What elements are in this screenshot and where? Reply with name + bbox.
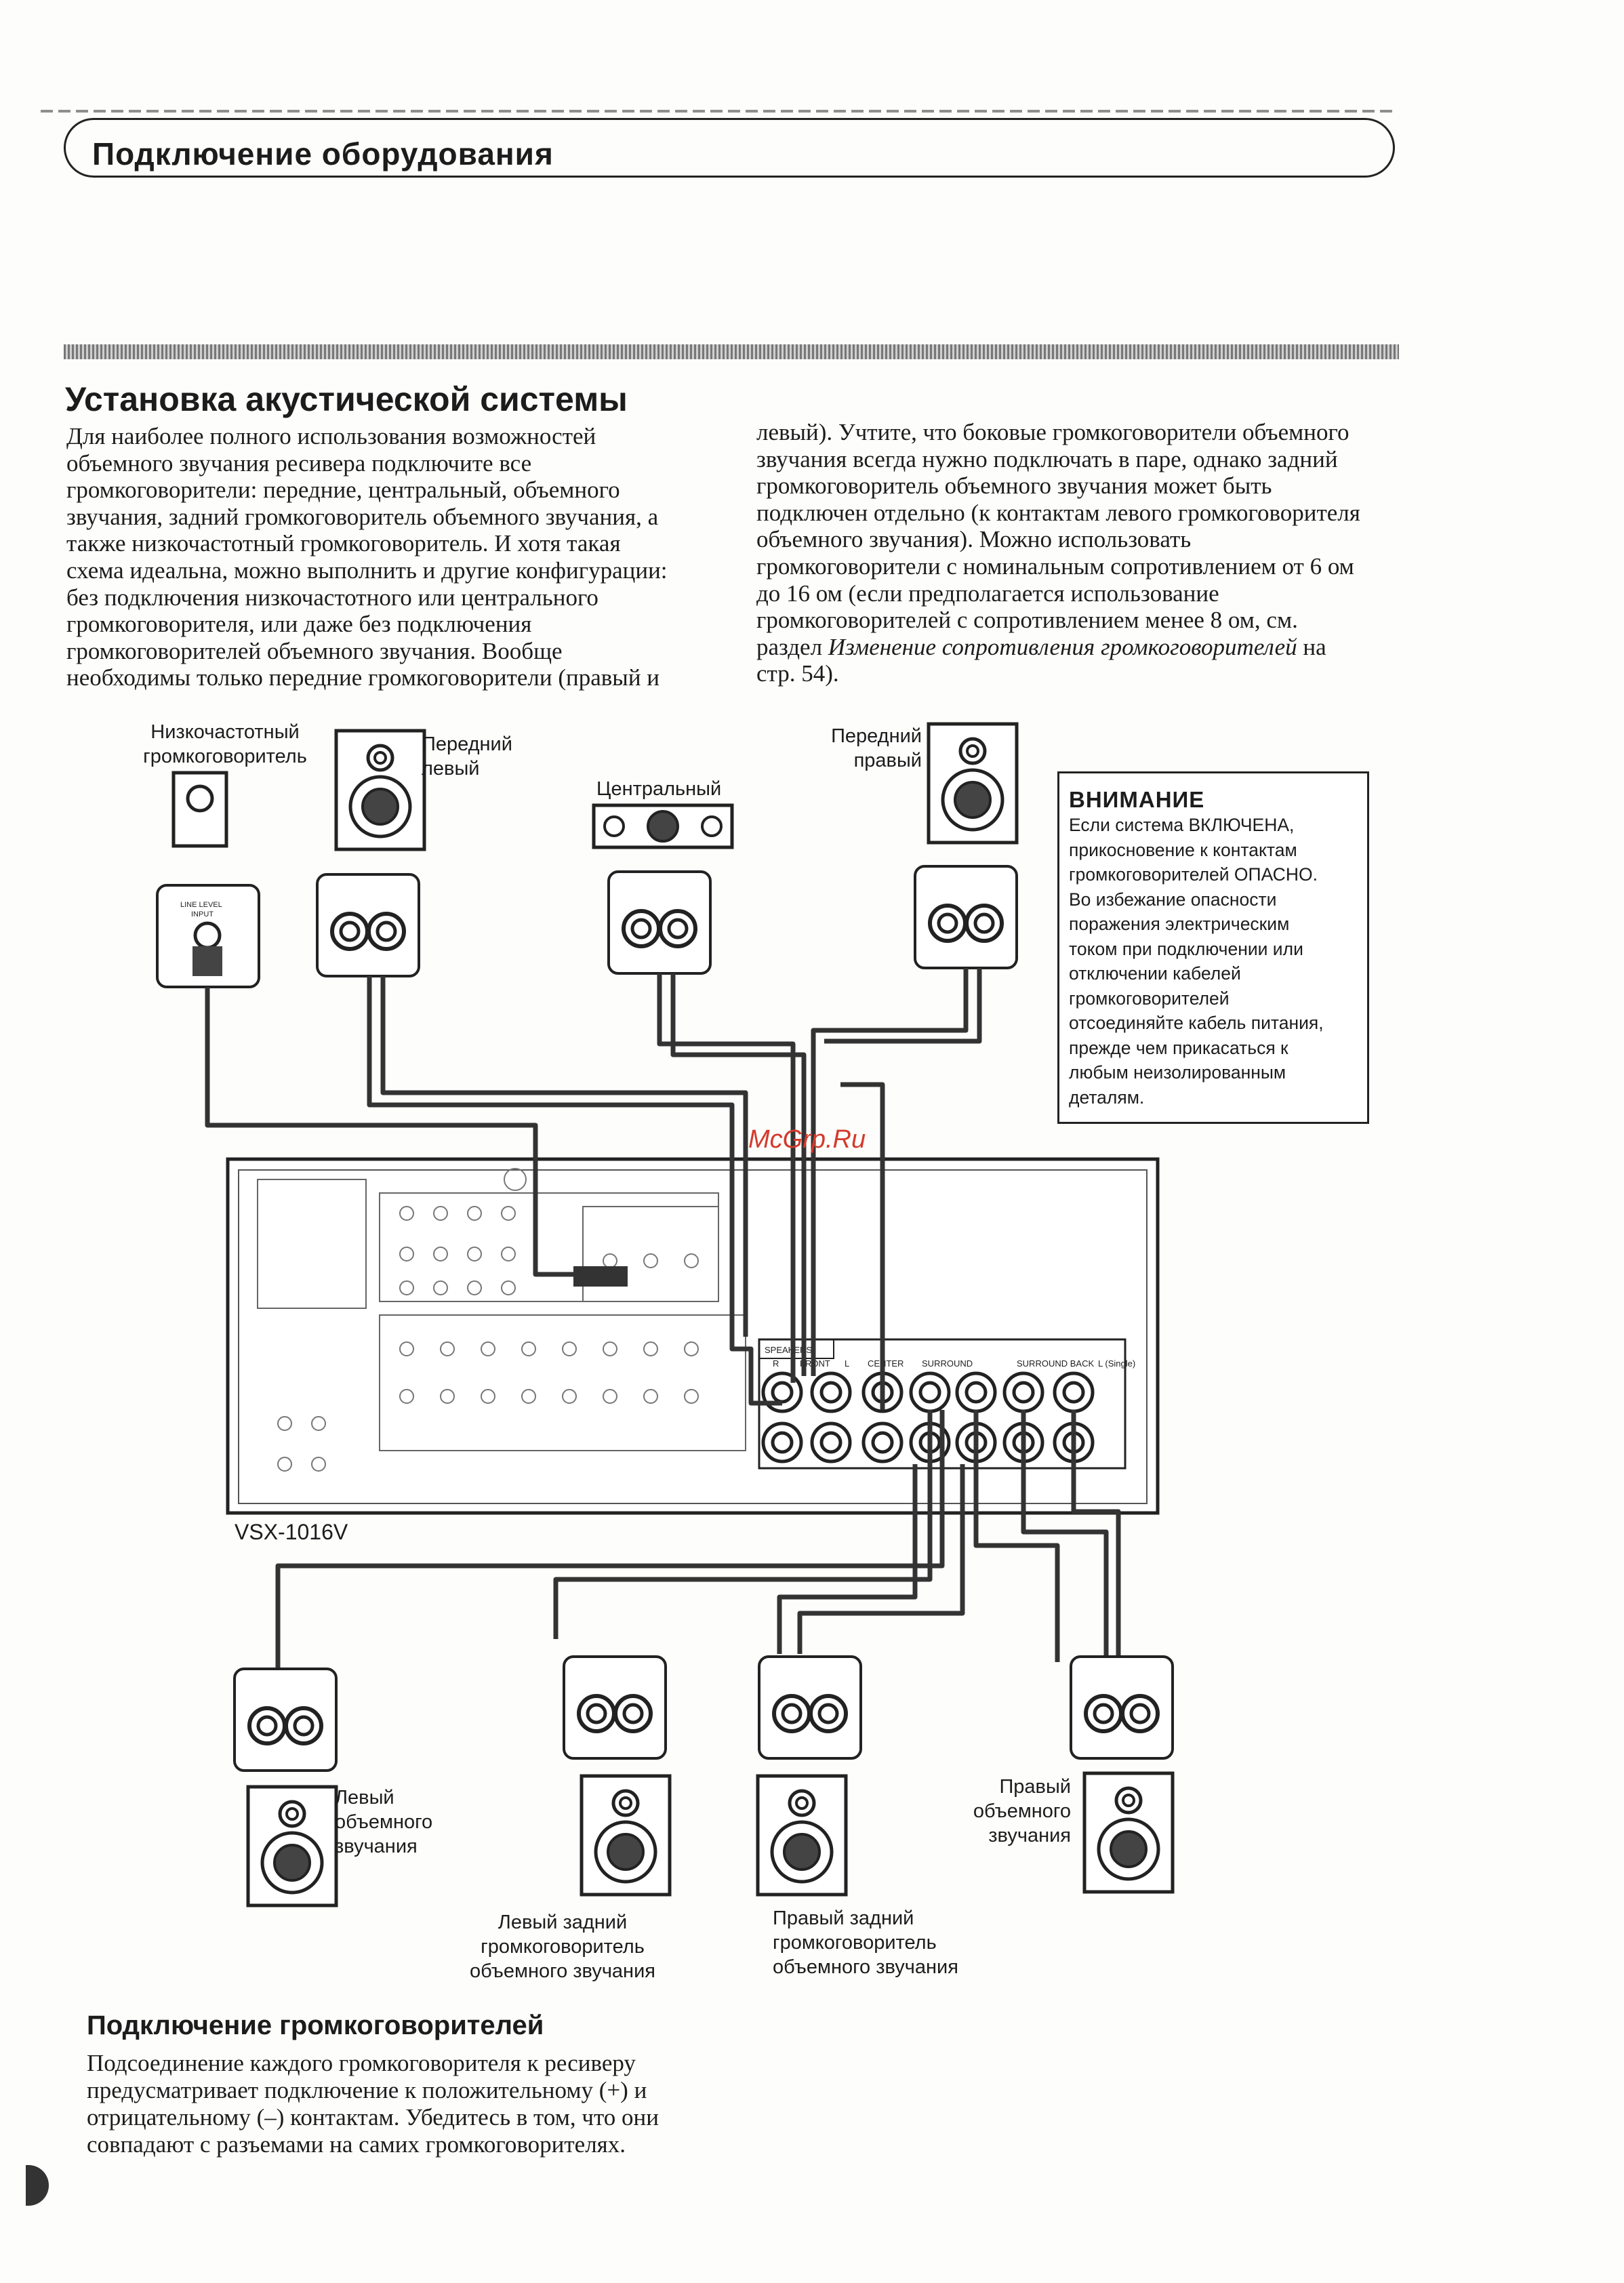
intro-paragraph-col2: левый). Учтите, что боковые громкоговори…: [756, 419, 1421, 687]
surround-back-left-speaker-icon: [582, 1776, 670, 1895]
intro-text-a: левый). Учтите, что боковые громкоговори…: [756, 419, 1360, 660]
front-l-label: L: [845, 1358, 849, 1369]
section-divider: [64, 344, 1399, 359]
surround-back-left-label: Левый задний громкоговоритель объемного …: [470, 1912, 655, 1982]
connection-text: Подсоединение каждого громкоговорителя к…: [87, 2050, 659, 2158]
front-r-label: R: [773, 1358, 779, 1369]
warning-box: ВНИМАНИЕ Если система ВКЛЮЧЕНА, прикосно…: [1057, 771, 1369, 1124]
header-frame: [64, 118, 1395, 178]
surround-left-label: Левый объемного звучания: [335, 1787, 433, 1857]
speakers-label: SPEAKERS: [765, 1345, 812, 1355]
surround-back-label: SURROUND BACK: [1017, 1358, 1094, 1369]
subwoofer-input-terminal: [156, 884, 260, 988]
input-label: INPUT: [191, 910, 214, 918]
surround-right-label: Правый объемного звучания: [973, 1776, 1071, 1846]
center-label: Центральный: [596, 778, 722, 800]
single-label: L (Single): [1098, 1358, 1135, 1369]
section-title: Установка акустической системы: [65, 380, 628, 418]
intro-text-b: на стр. 54).: [756, 633, 1326, 687]
front-right-label: Передний правый: [831, 725, 922, 771]
watermark: McGrp.Ru: [748, 1125, 866, 1154]
center-speaker-icon: [592, 803, 734, 849]
page-title: Подключение оборудования: [92, 136, 554, 171]
connection-title: Подключение громкоговорителей: [87, 2011, 544, 2040]
subwoofer-label: Низкочастотный громкоговоритель: [143, 721, 307, 767]
surround-left-speaker-icon: [248, 1787, 336, 1905]
top-rule: [41, 110, 1396, 113]
receiver-rear-panel: [226, 1157, 1160, 1515]
surround-back-right-label: Правый задний громкоговоритель объемного…: [773, 1907, 958, 1978]
intro-paragraph-col1: Для наиболее полного использования возмо…: [66, 423, 668, 691]
line-level-label: LINE LEVEL: [180, 901, 222, 909]
warning-text: Если система ВКЛЮЧЕНА, прикосновение к к…: [1069, 815, 1324, 1108]
front-left-label: Передний левый: [422, 733, 512, 780]
front-left-speaker-icon: [336, 731, 424, 849]
warning-title: ВНИМАНИЕ: [1069, 787, 1205, 812]
surround-back-right-speaker-icon: [758, 1776, 846, 1895]
center-panel-label: CENTER: [868, 1358, 904, 1369]
surround-label: SURROUND: [922, 1358, 973, 1369]
front-right-speaker-icon: [929, 724, 1017, 843]
model-label: VSX-1016V: [235, 1520, 348, 1544]
surround-right-speaker-icon: [1084, 1773, 1173, 1892]
cross-reference: Изменение сопротивления громкоговорителе…: [828, 633, 1297, 660]
